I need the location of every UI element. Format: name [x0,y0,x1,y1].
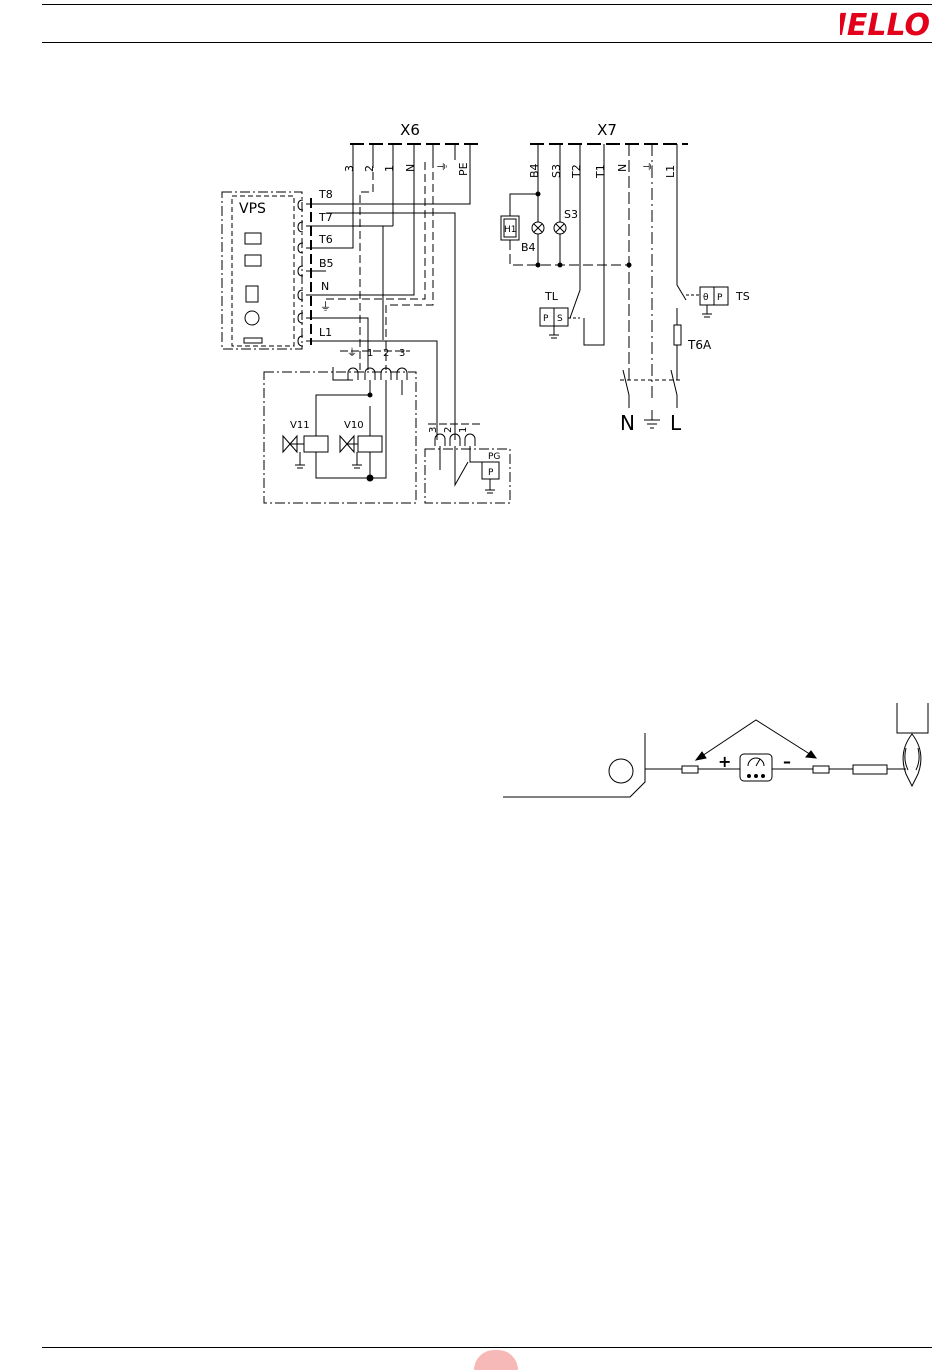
pg-connector-label: 3 [428,427,439,433]
flame-tube [897,703,928,733]
x6-terminal-label: N [404,164,417,172]
vps-terminal-label: T8 [318,188,333,201]
valve-v10: V10 [340,420,382,468]
ionisation-diagram: + – [503,703,928,797]
control-box-symbol [609,759,633,783]
flame-icon [903,734,921,786]
vps-terminal-label: B5 [319,257,334,270]
pg-connector-label: 1 [458,427,469,433]
x7-terminal-label: T2 [570,164,583,179]
x7-terminal-label: T1 [594,164,607,179]
x6-wires [326,160,470,440]
x6-terminal-label: 3 [343,165,356,172]
probe-lead [853,765,887,774]
vps-coil [246,286,258,302]
x6-diagram: X6 3 2 1 N ⏚ PE VPS [222,121,510,503]
x7-diagram: X7 B4 S3 T2 T1 N ⏚ L1 [501,121,750,435]
x6-terminal-label: PE [457,162,470,176]
probe-connector-2 [813,766,829,773]
valve-connector-label: 3 [399,348,405,359]
x7-terminal-label: N [616,164,629,172]
x6-terminal-labels: 3 2 1 N ⏚ PE [343,161,470,176]
fuse-label: T6A [687,338,712,352]
valve-connector-labels: ⏚ 1 2 3 [347,347,405,359]
x7-label: X7 [597,121,617,139]
x7-terminal-labels: B4 S3 T2 T1 N ⏚ L1 [528,161,677,179]
x6-terminal-label: 1 [383,165,396,172]
vps-terminal-label: L1 [319,326,332,339]
supply-n-label: N [620,411,635,435]
h1-label: H1 [504,225,517,235]
x7-wires [510,144,700,408]
x7-terminal-label: S3 [550,164,563,178]
vps-inner-box [232,196,294,346]
x6-label: X6 [400,121,420,139]
fuse-t6a [674,325,681,345]
x6-terminal-label: ⏚ [436,161,449,172]
valve-connector-label: 1 [367,348,373,359]
probe-connector-1 [682,766,698,773]
x7-terminal-label: B4 [528,163,541,178]
valve-connector-label: ⏚ [347,347,357,359]
meter-dial [748,758,764,766]
burner-body [503,733,645,797]
pg-connector-labels: 3 2 1 [428,427,469,433]
vps-relay-2 [245,255,261,266]
pg-connector-label: 2 [443,427,454,433]
plus-sign: + [718,752,731,771]
vps-motor [245,311,259,325]
x6-terminal-stubs [353,144,470,160]
x7-terminal-label: ⏚ [642,161,655,172]
x7-terminal-label: L1 [664,165,677,178]
pg-inner-label: P [488,468,494,478]
tl-inner-label: P [543,314,549,324]
ts-label: TS [735,290,750,303]
supply-l-label: L [670,411,682,435]
vps-terminal-label: ⏚ [320,300,331,313]
valve-v11: V11 [283,420,328,468]
vps-terminal-label: T6 [318,233,333,246]
vps-terminal-label: N [321,280,329,293]
pg-label: PG [488,452,500,462]
vps-terminal-labels: T8 T7 T6 B5 N ⏚ L1 [318,188,334,339]
ts-inner-label: P [717,293,723,303]
b4-label: B4 [521,241,536,254]
v10-label: V10 [344,420,364,431]
x6-terminal-label: 2 [363,165,376,172]
tl-label: TL [544,290,559,303]
ts-inner-label: θ [703,293,709,303]
valve-connector-label: 2 [383,348,389,359]
vps-fuse [244,338,262,343]
minus-sign: – [783,752,791,771]
s3-label: S3 [564,208,578,221]
tl-inner-label: S [557,314,563,324]
vps-relay-1 [245,233,261,244]
v11-label: V11 [290,420,310,431]
vps-label: VPS [239,201,266,217]
